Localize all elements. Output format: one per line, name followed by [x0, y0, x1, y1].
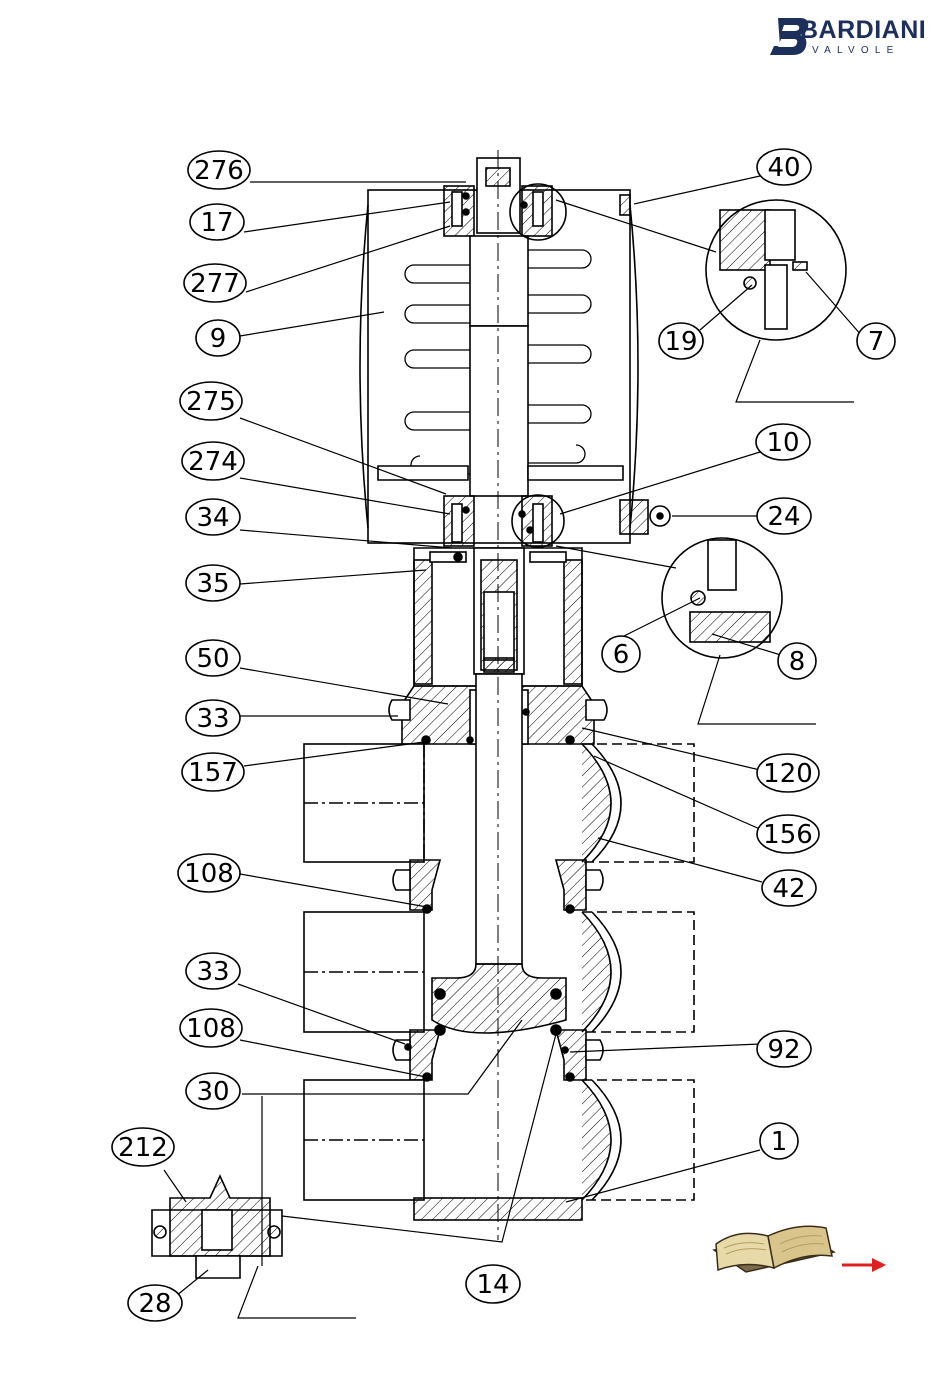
part-label-275: 275: [180, 382, 242, 420]
part-label-17: 17: [190, 204, 244, 240]
part-label-33: 33: [186, 700, 240, 736]
part-number: 276: [194, 156, 244, 186]
part-label-40: 40: [757, 149, 811, 185]
part-label-277: 277: [184, 264, 246, 302]
part-number: 28: [138, 1289, 171, 1319]
part-label-7: 7: [857, 323, 895, 359]
part-label-1: 1: [760, 1123, 798, 1159]
part-number: 40: [767, 153, 800, 183]
part-number: 120: [763, 759, 813, 789]
brand-subtitle: VALVOLE: [812, 45, 900, 56]
part-label-108b: 108: [180, 1009, 242, 1047]
stem: [476, 674, 522, 964]
part-label-10: 10: [756, 424, 810, 460]
part-number: 33: [196, 704, 229, 734]
part-label-14: 14: [466, 1265, 520, 1303]
part-label-157: 157: [182, 753, 244, 791]
part-number: 8: [789, 647, 806, 677]
part-label-19: 19: [659, 323, 703, 359]
part-label-6: 6: [602, 636, 640, 672]
part-label-212: 212: [112, 1128, 174, 1166]
part-number: 212: [118, 1133, 168, 1163]
part-number: 33: [196, 957, 229, 987]
part-label-108: 108: [178, 854, 240, 892]
part-label-156: 156: [757, 815, 819, 853]
part-number: 108: [186, 1014, 236, 1044]
part-number: 277: [190, 269, 240, 299]
part-number: 34: [196, 503, 229, 533]
part-number: 275: [186, 387, 236, 417]
part-label-33b: 33: [186, 953, 240, 989]
arrow-right-icon[interactable]: [840, 1255, 888, 1275]
part-label-274: 274: [182, 442, 244, 480]
part-label-28: 28: [128, 1285, 182, 1321]
part-label-42: 42: [762, 870, 816, 906]
part-label-8: 8: [778, 643, 816, 679]
part-number: 17: [200, 208, 233, 238]
book-icon[interactable]: [708, 1210, 838, 1282]
part-number: 1: [771, 1127, 788, 1157]
part-label-9: 9: [196, 320, 240, 356]
part-number: 6: [613, 640, 630, 670]
part-number: 156: [763, 820, 813, 850]
part-number: 35: [196, 569, 229, 599]
part-number: 274: [188, 447, 238, 477]
part-number: 92: [767, 1035, 800, 1065]
part-label-34: 34: [186, 499, 240, 535]
part-number: 24: [767, 502, 800, 532]
part-label-120: 120: [757, 754, 819, 792]
part-number: 19: [664, 327, 697, 357]
part-label-92: 92: [757, 1031, 811, 1067]
brand-logo: BARDIANI VALVOLE: [770, 14, 935, 64]
part-label-276: 276: [188, 151, 250, 189]
part-number: 42: [772, 874, 805, 904]
part-label-30: 30: [186, 1073, 240, 1109]
part-number: 10: [766, 428, 799, 458]
part-number: 30: [196, 1077, 229, 1107]
part-number: 108: [184, 859, 234, 889]
brand-name: BARDIANI: [800, 16, 926, 45]
actuator: [360, 158, 670, 547]
part-number: 9: [210, 324, 227, 354]
part-number: 157: [188, 758, 238, 788]
part-label-35: 35: [186, 565, 240, 601]
part-number: 7: [868, 327, 885, 357]
part-number: 14: [476, 1270, 509, 1300]
part-label-24: 24: [757, 498, 811, 534]
part-number: 50: [196, 644, 229, 674]
part-label-50: 50: [186, 640, 240, 676]
